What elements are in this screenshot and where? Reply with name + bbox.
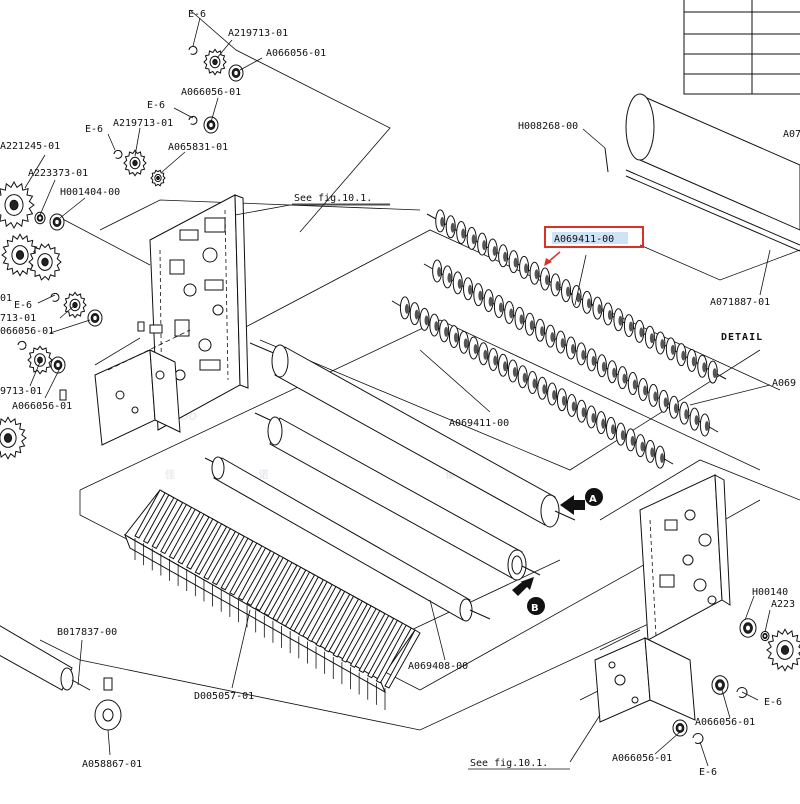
gear-icon bbox=[0, 180, 35, 230]
part-labels: E-6 A219713-01 A066056-01 E-6 A066056-01… bbox=[0, 9, 800, 778]
red-arrow-head bbox=[544, 258, 552, 266]
label-e6-second: E-6 bbox=[147, 100, 165, 111]
highlight-callout bbox=[544, 226, 644, 266]
e-ring-icon bbox=[50, 292, 60, 302]
e-ring-icon bbox=[736, 686, 748, 698]
gear-icon bbox=[203, 48, 227, 76]
label-h008268: H008268-00 bbox=[518, 121, 578, 132]
label-left-066056: 066056-01 bbox=[0, 326, 54, 337]
label-e6-bottom: E-6 bbox=[699, 767, 717, 778]
gear-icon bbox=[766, 628, 800, 672]
label-b017837: B017837-00 bbox=[57, 627, 117, 638]
serrated-rollers bbox=[391, 209, 727, 469]
rubber-roller-middle bbox=[254, 412, 541, 581]
leader-lines bbox=[24, 17, 771, 767]
label-a221245: A221245-01 bbox=[0, 141, 60, 152]
rubber-roller-upper bbox=[249, 342, 576, 528]
pin-h008268 bbox=[604, 147, 609, 173]
label-h00140-right: H00140 bbox=[752, 587, 788, 598]
roller-lower-left bbox=[0, 625, 122, 731]
marker-b: B bbox=[512, 577, 545, 615]
rubber-roller-lower bbox=[204, 456, 491, 622]
left-lower-bracket bbox=[94, 324, 191, 446]
e-ring-icon bbox=[17, 340, 27, 350]
label-right-a07: A07 bbox=[783, 129, 800, 140]
gear-icon bbox=[27, 345, 53, 375]
bearing-icon bbox=[228, 64, 244, 82]
label-e6-third: E-6 bbox=[85, 124, 103, 135]
bearing-icon bbox=[34, 211, 46, 225]
right-frame-plate bbox=[639, 474, 731, 641]
gear-icon bbox=[1, 233, 39, 277]
label-a065831: A065831-01 bbox=[168, 142, 228, 153]
label-a223373: A223373-01 bbox=[28, 168, 88, 179]
label-a066056-top: A066056-01 bbox=[266, 48, 326, 59]
screw-icon bbox=[137, 321, 145, 332]
screw-icon bbox=[59, 389, 67, 401]
bearing-icon bbox=[50, 356, 66, 374]
bearing-icon bbox=[711, 675, 729, 695]
label-a069411-mid: A069411-00 bbox=[449, 418, 509, 429]
gear-icon bbox=[0, 416, 27, 460]
marker-b-label: B bbox=[531, 603, 539, 614]
label-right-a069: A069 bbox=[772, 378, 796, 389]
label-left-cut-01: 01 bbox=[0, 293, 12, 304]
label-left-9713: 9713-01 bbox=[0, 386, 42, 397]
label-left-713: 713-01 bbox=[0, 313, 36, 324]
paper-guide-comb bbox=[124, 489, 421, 710]
left-frame-plate bbox=[149, 194, 249, 431]
serrated-roller-1 bbox=[426, 209, 727, 384]
gear-icon bbox=[28, 243, 62, 281]
label-h001404-left: H001404-00 bbox=[60, 187, 120, 198]
label-a219713-top: A219713-01 bbox=[228, 28, 288, 39]
label-e6-top: E-6 bbox=[188, 9, 206, 20]
bearing-icon bbox=[672, 719, 688, 737]
label-a058867: A058867-01 bbox=[82, 759, 142, 770]
gear-icon bbox=[123, 149, 147, 177]
e-ring-icon bbox=[113, 149, 123, 159]
parts-table bbox=[683, 0, 800, 95]
label-e6-left: E-6 bbox=[14, 300, 32, 311]
e-ring-icon bbox=[188, 45, 198, 55]
gear-icon bbox=[150, 169, 166, 187]
right-lower-bracket bbox=[594, 629, 696, 723]
label-a066056-left-bottom: A066056-01 bbox=[12, 401, 72, 412]
e-ring-icon bbox=[188, 115, 198, 125]
label-d005057: D005057-01 bbox=[194, 691, 254, 702]
roller-top-right bbox=[625, 93, 800, 252]
bearing-icon bbox=[739, 618, 757, 638]
highlight-box bbox=[544, 226, 644, 248]
label-a066056-second: A066056-01 bbox=[181, 87, 241, 98]
bearing-icon bbox=[760, 630, 770, 642]
bearing-icon bbox=[87, 309, 103, 327]
label-detail: DETAIL bbox=[721, 332, 763, 343]
label-a066056-bottom: A066056-01 bbox=[612, 753, 672, 764]
label-a223-right: A223 bbox=[771, 599, 795, 610]
label-a071887: A071887-01 bbox=[710, 297, 770, 308]
hardware-parts bbox=[0, 45, 800, 744]
label-see-fig-top: See fig.10.1. bbox=[294, 193, 372, 204]
red-arrow bbox=[547, 251, 561, 263]
label-a069408: A069408-00 bbox=[408, 661, 468, 672]
marker-a-label: A bbox=[589, 494, 597, 505]
label-a066056-right: A066056-01 bbox=[695, 717, 755, 728]
marker-a: A bbox=[560, 488, 603, 515]
label-a069411-highlight: A069411-00 bbox=[554, 234, 614, 245]
e-ring-icon bbox=[692, 732, 704, 744]
bearing-icon bbox=[203, 116, 219, 134]
label-a219713-second: A219713-01 bbox=[113, 118, 173, 129]
serrated-roller-3 bbox=[391, 296, 674, 469]
label-e6-right: E-6 bbox=[764, 697, 782, 708]
serrated-roller-2 bbox=[423, 259, 719, 437]
label-see-fig-bottom: See fig.10.1. bbox=[470, 758, 548, 769]
